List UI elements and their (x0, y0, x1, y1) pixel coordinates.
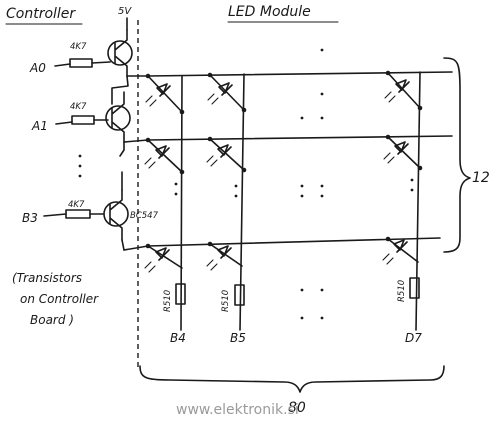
note-line-2: on Controller (20, 292, 99, 306)
controller-title: Controller (6, 6, 76, 22)
row12-line (123, 237, 441, 251)
led-array (144, 72, 421, 273)
watermark: www.elektronik.si (176, 402, 299, 418)
b4-pin-label: B4 (170, 331, 186, 345)
row2-line (123, 135, 453, 143)
supply-chain-1 (111, 75, 129, 105)
d7-resistor (409, 277, 420, 299)
column-b4-line (180, 75, 183, 331)
a1-transistor (105, 105, 131, 131)
b3-resistor (65, 209, 91, 219)
columns-count-label: 80 (288, 400, 306, 416)
led-r1-c3 (384, 72, 421, 109)
d7-pin-label: D7 (405, 331, 422, 345)
led-r2-c1 (144, 139, 183, 173)
b3-transistor-leads (109, 189, 123, 241)
led-r2-c2 (206, 138, 245, 171)
led-r12-c3 (382, 238, 419, 265)
row2-driver: 4K7 A1 (31, 91, 131, 143)
led-r12-c1 (144, 245, 183, 273)
supply-chain-3 (121, 171, 125, 251)
b5-resistor-label: R510 (221, 290, 231, 312)
row1-line (126, 71, 453, 77)
row1-driver: 4K7 A0 (29, 29, 133, 77)
a1-transistor-leads (111, 91, 125, 143)
a0-transistor-leads (114, 29, 128, 77)
a1-input-wire (55, 121, 73, 125)
d7-resistor-label: R510 (397, 280, 407, 302)
led-r1-c1 (145, 75, 183, 113)
note-line-3: Board ) (30, 313, 74, 327)
b3-pin-label: B3 (22, 211, 38, 225)
a0-base-wire (91, 61, 111, 64)
ellipsis-dots (78, 48, 414, 320)
rows-count-label: 12 (472, 170, 490, 186)
a0-resistor (69, 58, 93, 68)
b3-input-wire (43, 213, 67, 217)
supply-label: 5V (118, 6, 132, 17)
supply-chain-2 (119, 141, 125, 157)
a0-transistor (107, 40, 133, 66)
column-d7-line (415, 71, 421, 331)
b4-resistor (175, 283, 186, 305)
rows-brace (443, 57, 471, 253)
row12-driver: 4K7 B3 BC547 (22, 189, 159, 241)
b3-transistor-label: BC547 (130, 211, 159, 221)
led-r1-c2 (207, 74, 245, 111)
a1-pin-label: A1 (31, 119, 48, 133)
b3-transistor (103, 201, 129, 227)
a0-pin-label: A0 (29, 61, 46, 75)
b3-resistor-label: 4K7 (68, 200, 85, 210)
a0-input-wire (54, 63, 71, 67)
b5-resistor (234, 284, 245, 306)
column-b5-line (239, 73, 245, 331)
column-resistors (175, 277, 420, 306)
a1-resistor-label: 4K7 (70, 102, 87, 112)
junction-dots (145, 70, 423, 249)
note-line-1: (Transistors (12, 271, 82, 285)
a1-resistor (71, 115, 95, 125)
led-r2-c3 (383, 136, 421, 169)
columns-brace (139, 365, 445, 393)
b5-pin-label: B5 (230, 331, 246, 345)
led-r12-c2 (206, 243, 243, 271)
b4-resistor-label: R510 (163, 290, 173, 312)
a0-resistor-label: 4K7 (70, 42, 87, 52)
led-module-title: LED Module (228, 4, 311, 20)
